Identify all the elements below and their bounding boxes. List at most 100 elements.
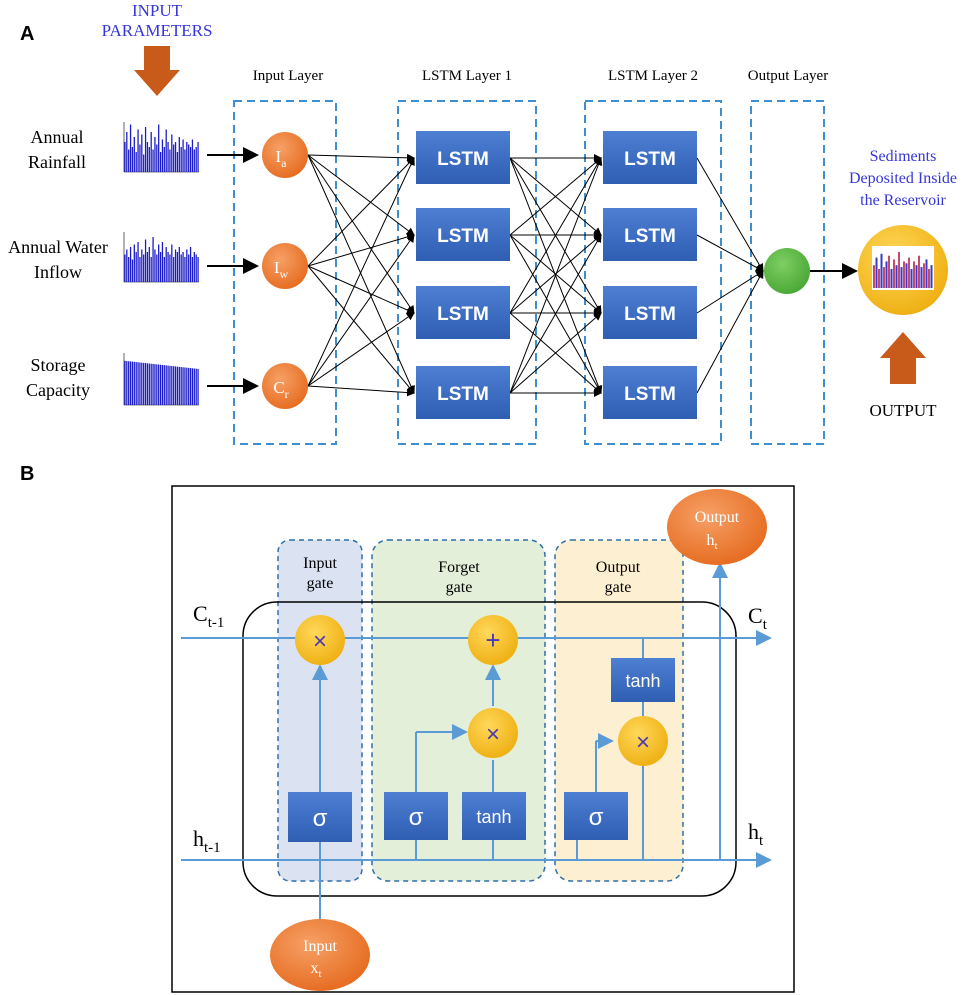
inflow-thumbnail-bar (189, 247, 192, 282)
result-chart-bar (895, 265, 898, 288)
capacity-thumbnail-bar (150, 363, 152, 405)
rainfall-label-line1: Annual (31, 127, 84, 147)
node-cr-main: C (273, 378, 284, 397)
inflow-thumbnail-bar (156, 254, 158, 282)
capacity-thumbnail-bar (141, 362, 143, 405)
svg-text:xt: xt (310, 960, 321, 980)
capacity-thumbnail-bar (135, 362, 137, 405)
capacity-thumbnail-bar (169, 365, 171, 405)
rainfall-thumbnail-bar (169, 149, 171, 172)
inflow-thumbnail-bar (124, 254, 126, 282)
input-node-iw: Iw (262, 243, 308, 289)
conn-input-2-lstm1-1 (307, 234, 415, 387)
svg-text:Iw: Iw (274, 258, 289, 281)
forget-gate-title-2: gate (446, 579, 473, 596)
result-chart-bar (910, 269, 913, 288)
inflow-thumbnail-bar (191, 257, 194, 282)
capacity-thumbnail-bar (159, 364, 162, 405)
inflow-thumbnail-bar (128, 257, 130, 282)
capacity-thumbnail-bar (148, 363, 150, 405)
result-line3: the Reservoir (860, 192, 946, 209)
result-chart-bar (905, 263, 908, 288)
c-next-label: Ct (748, 603, 768, 633)
capacity-thumbnail-bar (184, 367, 186, 405)
capacity-thumbnail-bar (186, 367, 188, 405)
capacity-thumbnail-bar (191, 368, 194, 405)
result-chart-bar (878, 269, 880, 288)
conn-input-0-lstm1-1 (307, 154, 415, 236)
rainfall-thumbnail-bar (154, 137, 156, 172)
capacity-thumbnail-bar (144, 363, 147, 405)
conn-input-1-lstm1-0 (307, 157, 415, 267)
output-up-arrow (880, 332, 926, 384)
input-gate-multiply: × (295, 615, 345, 665)
capacity-thumbnail-bar (126, 361, 128, 405)
capacity-thumbnail-bar (188, 367, 190, 405)
input-node-cr: Cr (262, 363, 308, 409)
inflow-thumbnail-bar (169, 254, 171, 282)
rainfall-thumbnail-bar (129, 124, 132, 172)
node-iw-main: I (274, 258, 280, 277)
rainfall-thumbnail-bar (148, 147, 150, 172)
input-gate-title-1: Input (303, 555, 337, 572)
inflow-thumbnail-bar (184, 257, 186, 282)
inflow-thumbnail-bar (173, 257, 175, 282)
c-prev-sub: t-1 (208, 615, 225, 631)
output-ht-line1: Output (695, 509, 740, 526)
inflow-label-line1: Annual Water (8, 237, 108, 257)
output-ht-main: h (706, 532, 714, 549)
rainfall-thumbnail-bar (186, 142, 188, 172)
inflow-thumbnail-bar (193, 252, 195, 282)
capacity-label-line2: Capacity (26, 380, 90, 400)
capacity-thumbnail-bar (156, 364, 158, 405)
rainfall-thumbnail-bar (158, 124, 160, 172)
input-xt-node: Input xt (270, 919, 370, 991)
input-parameters-title-line1: INPUT (132, 1, 183, 20)
network-connections (307, 153, 764, 397)
forget-gate-sigma-symbol: σ (409, 804, 424, 831)
c-next-main: C (748, 603, 763, 628)
result-chart-bar (928, 269, 930, 288)
capacity-thumbnail-bar (167, 365, 169, 405)
capacity-thumbnail-bar (178, 366, 180, 405)
lstm1-cell-3: LSTM (416, 286, 510, 339)
result-chart-bar (923, 263, 925, 288)
inflow-thumbnail-bar (154, 249, 156, 282)
lstm2-cell-3-label: LSTM (624, 304, 676, 325)
inflow-thumbnail-bar (148, 247, 150, 282)
inflow-thumbnail-bar (159, 252, 162, 282)
capacity-thumbnail-bar (176, 366, 179, 405)
capacity-thumbnail-bar (152, 363, 154, 405)
input-layer-box (233, 100, 337, 445)
lstm1-cell-2-label: LSTM (437, 226, 489, 247)
forget-gate-tanh-label: tanh (476, 807, 511, 827)
lstm2-cell-2: LSTM (603, 208, 697, 261)
rainfall-thumbnail-bar (189, 147, 192, 172)
rainfall-label-line2: Rainfall (28, 152, 86, 172)
capacity-thumbnail-bar (173, 366, 175, 405)
result-chart-bar (890, 269, 893, 288)
conn-input-2-lstm1-0 (307, 157, 415, 387)
lstm2-cells: LSTM LSTM LSTM LSTM (603, 131, 697, 419)
forget-gate-add-symbol: + (485, 625, 500, 655)
lstm2-cell-1-label: LSTM (624, 149, 676, 170)
conn-input-1-lstm1-3 (307, 265, 415, 394)
forget-gate-sigma: σ (384, 792, 448, 840)
inflow-thumbnail-bar (188, 254, 190, 282)
panel-a: A INPUT PARAMETERS Input Layer LSTM Laye… (8, 1, 957, 445)
capacity-thumbnail-bar (131, 361, 134, 405)
conn-input-2-lstm1-2 (307, 312, 415, 387)
panel-b-frame (171, 485, 795, 993)
rainfall-thumbnail-bar (139, 144, 141, 172)
inflow-thumbnail-bar (178, 247, 180, 282)
output-layer-title: Output Layer (748, 68, 828, 84)
capacity-thumbnail-bar (139, 362, 141, 405)
inflow-thumbnail-bar (129, 247, 132, 282)
output-label: OUTPUT (869, 401, 937, 420)
input-xt-sub: t (318, 968, 321, 980)
capacity-thumbnail-bar (165, 365, 167, 405)
forget-gate-add: + (468, 615, 518, 665)
rainfall-thumbnail-bar (143, 154, 145, 172)
inflow-thumbnail-bar (186, 249, 188, 282)
